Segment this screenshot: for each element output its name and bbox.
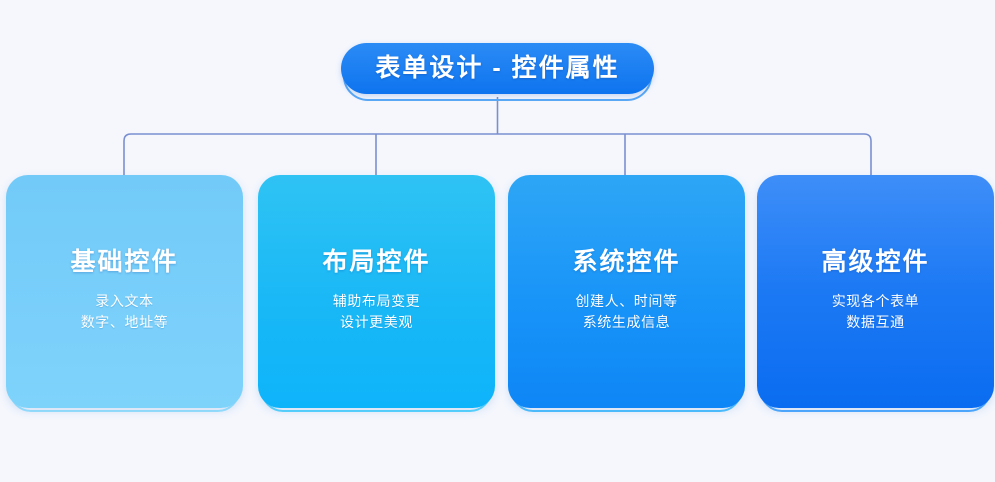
card-description-line-2: 数据互通 — [846, 314, 905, 331]
card-body[interactable]: 系统控件 创建人、时间等 系统生成信息 — [508, 175, 745, 408]
card-description: 辅助布局变更 设计更美观 — [333, 291, 421, 334]
card-description-line-2: 设计更美观 — [339, 314, 413, 331]
card-title: 系统控件 — [572, 248, 681, 277]
card-description-line-1: 实现各个表单 — [831, 292, 920, 309]
category-card-system[interactable]: 系统控件 创建人、时间等 系统生成信息 — [508, 175, 745, 412]
title-node-body[interactable]: 表单设计 - 控件属性 — [341, 43, 654, 94]
card-title: 布局控件 — [322, 248, 431, 277]
card-description-line-1: 录入文本 — [95, 292, 154, 309]
card-body[interactable]: 高级控件 实现各个表单 数据互通 — [757, 175, 994, 408]
card-description-line-1: 辅助布局变更 — [332, 292, 421, 309]
card-title: 高级控件 — [821, 248, 930, 277]
page-title: 表单设计 - 控件属性 — [375, 54, 620, 82]
card-description-line-1: 创建人、时间等 — [575, 292, 678, 309]
category-card-advanced[interactable]: 高级控件 实现各个表单 数据互通 — [757, 175, 994, 412]
card-description: 录入文本 数字、地址等 — [81, 291, 169, 334]
card-description: 实现各个表单 数据互通 — [832, 291, 920, 334]
card-body[interactable]: 基础控件 录入文本 数字、地址等 — [6, 175, 243, 408]
card-body[interactable]: 布局控件 辅助布局变更 设计更美观 — [258, 175, 495, 408]
title-node[interactable]: 表单设计 - 控件属性 — [341, 43, 654, 101]
category-card-layout[interactable]: 布局控件 辅助布局变更 设计更美观 — [258, 175, 495, 412]
card-description-line-2: 系统生成信息 — [582, 314, 671, 331]
card-title: 基础控件 — [70, 248, 179, 277]
card-description: 创建人、时间等 系统生成信息 — [575, 291, 677, 334]
category-card-basic[interactable]: 基础控件 录入文本 数字、地址等 — [6, 175, 243, 412]
card-description-line-2: 数字、地址等 — [80, 314, 169, 331]
